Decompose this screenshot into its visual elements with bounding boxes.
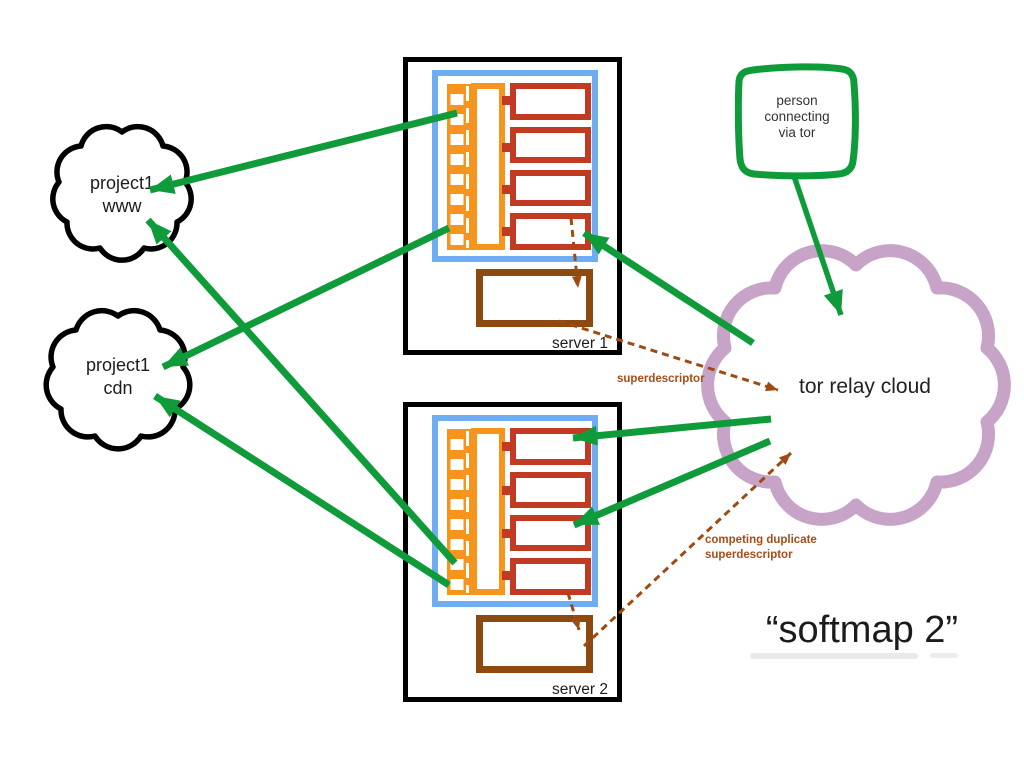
comb-slot — [450, 539, 464, 550]
comb-slot — [450, 134, 464, 145]
www-cloud-label-line2: www — [102, 196, 143, 216]
server-2-box: server 2 — [403, 402, 622, 702]
person-box-outline — [734, 63, 859, 180]
comb-slot — [450, 194, 464, 205]
dashed-server2-to-descriptor-box — [566, 592, 581, 631]
arrow-tor-cloud-to-server2-upper — [572, 415, 772, 446]
arrow-tor-cloud-to-server1 — [582, 230, 755, 346]
arrow-person-to-tor-cloud — [791, 175, 844, 316]
server-2-port-comb — [447, 429, 471, 595]
connector-stub — [502, 486, 513, 495]
server-1-bus-rect — [471, 83, 505, 250]
comb-slot — [450, 499, 464, 510]
dashed-superdescriptor-to-tor-cloud — [558, 319, 779, 392]
process-slot — [510, 127, 591, 163]
superdescriptor-arrows — [558, 217, 793, 648]
comb-slot — [450, 114, 464, 125]
comb-slot — [450, 94, 464, 105]
tor-relay-cloud: tor relay cloud — [701, 244, 1011, 526]
competing-superdescriptor-label-line2: superdescriptor — [705, 549, 793, 561]
tor-cloud-outline — [701, 244, 1011, 526]
person-box-label-line2: connecting — [764, 109, 829, 124]
server-1-port-comb — [447, 84, 471, 250]
person-box-label-line3: via tor — [779, 125, 816, 140]
arrow-server1-to-cdn — [161, 224, 451, 371]
server-2-label: server 2 — [552, 681, 608, 698]
comb-slot — [450, 174, 464, 185]
connector-stub — [502, 185, 513, 194]
comb-slot — [450, 519, 464, 530]
person-box-label-line1: person — [776, 93, 817, 108]
comb-slot — [450, 154, 464, 165]
process-slot — [510, 213, 591, 250]
server-1-descriptor-box — [476, 269, 593, 327]
person-via-tor-box: person connecting via tor — [734, 63, 859, 180]
server-2-process-stack — [502, 428, 591, 595]
caption-softmap2: “softmap 2” — [766, 609, 958, 651]
server-2-bus-rect — [471, 428, 505, 595]
comb-slot — [450, 439, 464, 450]
caption-smudge — [930, 653, 958, 658]
arrow-tor-cloud-to-server2-lower — [572, 437, 772, 529]
comb-slot — [450, 579, 464, 590]
green-arrows — [145, 109, 844, 588]
project1-cdn-cloud: project1 cdn — [43, 307, 193, 452]
connector-stub — [502, 571, 513, 580]
tor-cloud-label: tor relay cloud — [799, 375, 931, 398]
connector-stub — [502, 529, 513, 538]
connector-stub — [502, 143, 513, 152]
comb-slot — [450, 559, 464, 570]
caption-smudge — [750, 653, 918, 659]
arrow-server2-to-www — [145, 217, 458, 566]
superdescriptor-label: superdescriptor — [617, 373, 705, 385]
process-slot — [510, 170, 591, 206]
comb-slot — [450, 479, 464, 490]
comb-slot — [450, 214, 464, 225]
process-slot — [510, 558, 591, 595]
cdn-cloud-label-line2: cdn — [103, 378, 132, 398]
server-1-box: server 1 — [403, 57, 622, 355]
connector-stub — [502, 96, 513, 105]
competing-superdescriptor-label-line1: competing duplicate — [705, 534, 817, 546]
cdn-cloud-outline — [43, 307, 193, 452]
process-slot — [510, 472, 591, 508]
server-1-label: server 1 — [552, 335, 608, 352]
connector-stub — [502, 442, 513, 451]
comb-slot — [450, 459, 464, 470]
process-slot — [510, 83, 591, 120]
comb-slot — [450, 234, 464, 245]
server-2-descriptor-box — [476, 615, 593, 673]
www-cloud-label-line1: project1 — [90, 173, 154, 193]
arrow-server2-to-cdn — [153, 393, 451, 588]
cdn-cloud-label-line1: project1 — [86, 355, 150, 375]
connector-stub — [502, 227, 513, 236]
arrow-server1-to-www — [149, 109, 458, 194]
